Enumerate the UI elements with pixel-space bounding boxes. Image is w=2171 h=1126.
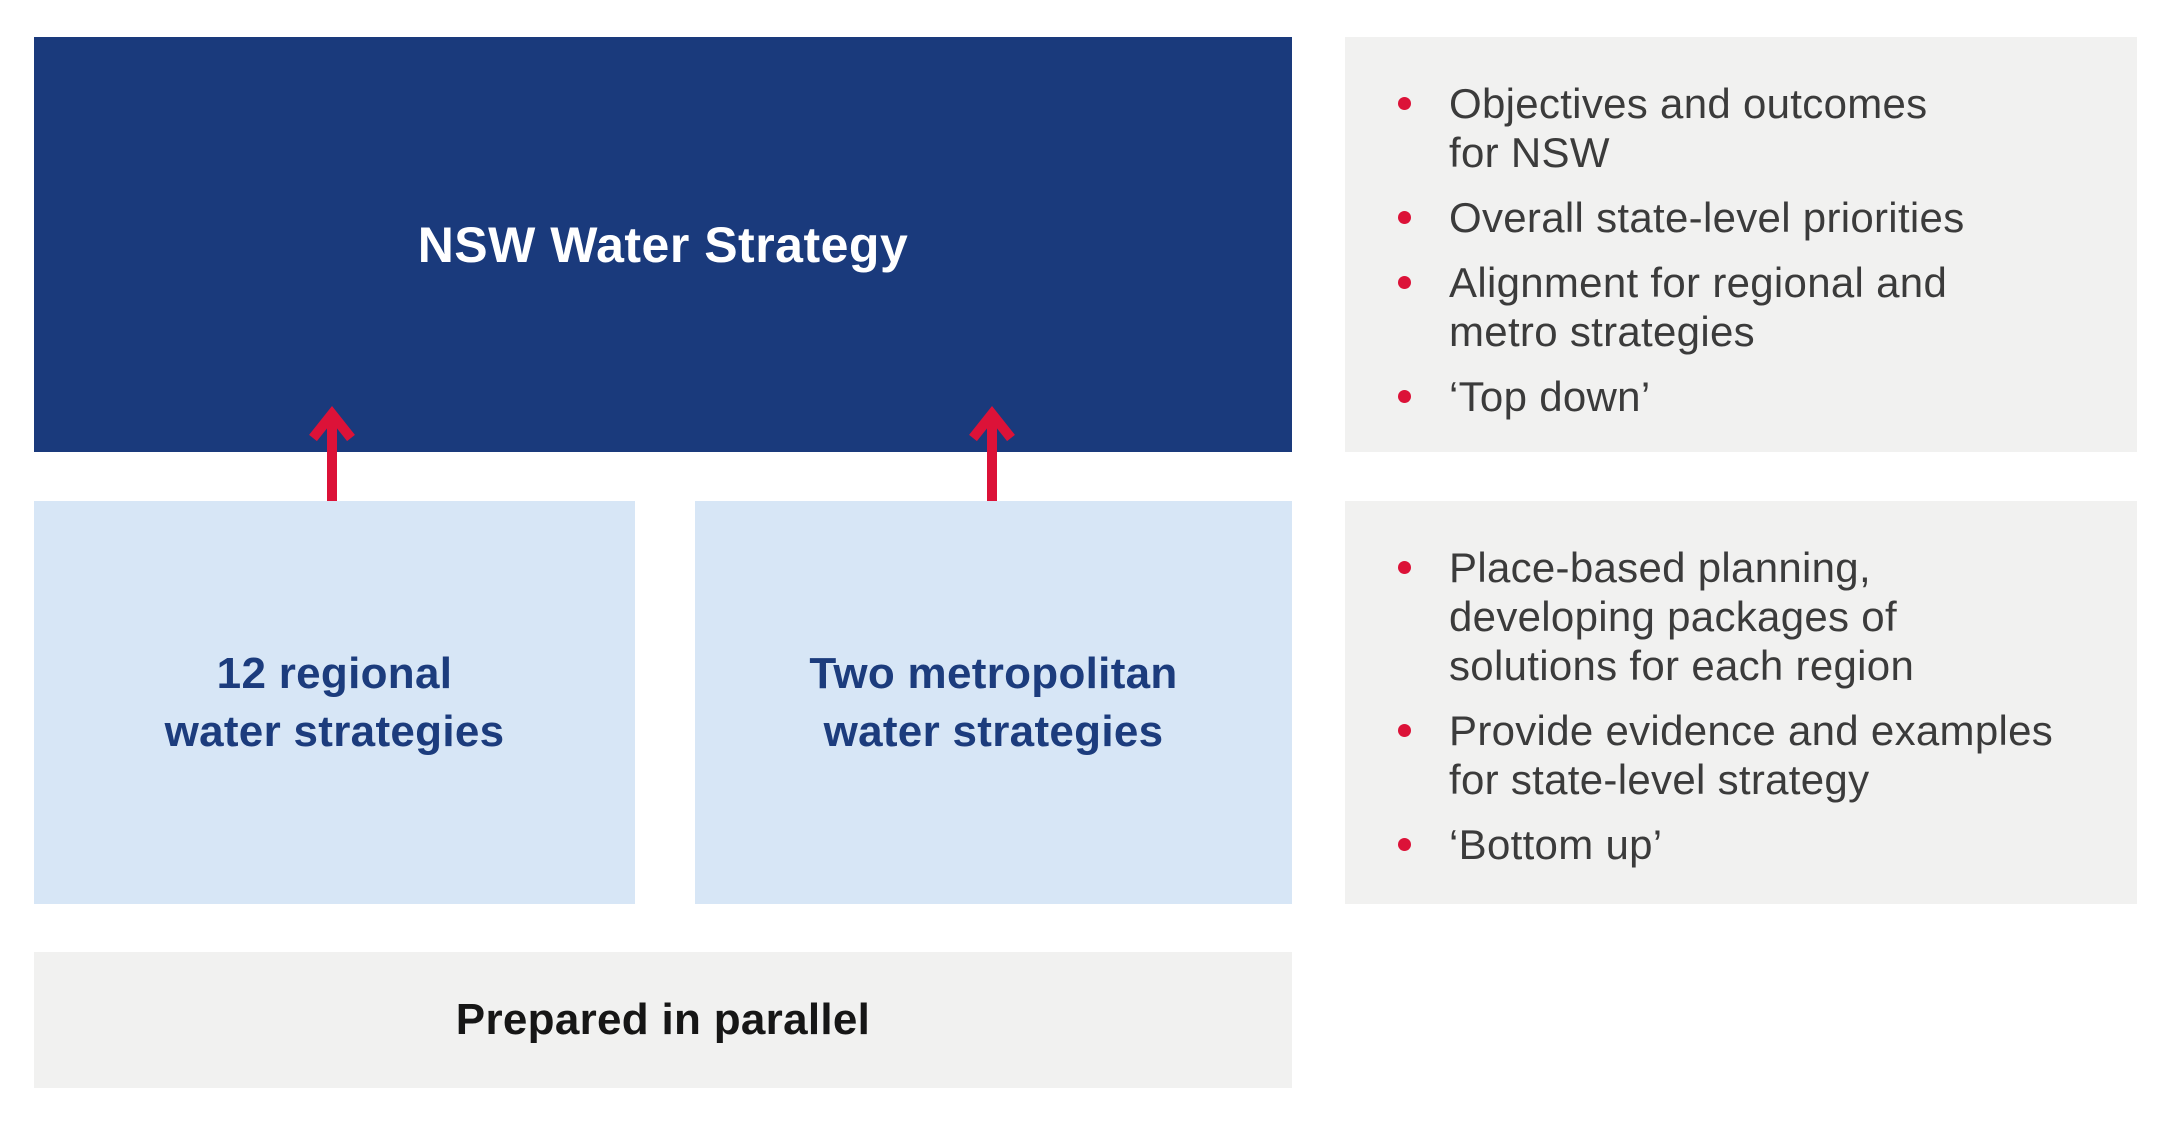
bullet-icon xyxy=(1398,390,1411,403)
bullet-icon xyxy=(1398,724,1411,737)
bullet-text: Provide evidence and examples for state-… xyxy=(1449,707,2054,803)
regional-strategies-label: 12 regional water strategies xyxy=(164,648,505,756)
bullet-text: ‘Bottom up’ xyxy=(1449,821,1663,868)
place-based-notes-panel: Place-based planning, developing package… xyxy=(1345,501,2137,904)
bullet-text: Alignment for regional and metro strateg… xyxy=(1449,259,1948,355)
state-level-notes-panel: Objectives and outcomes for NSW Overall … xyxy=(1345,37,2137,452)
bullet-icon xyxy=(1398,211,1411,224)
bullet-icon xyxy=(1398,561,1411,574)
bullet-text: Place-based planning, developing package… xyxy=(1449,544,1915,689)
bullet-icon xyxy=(1398,97,1411,110)
prepared-in-parallel-box: Prepared in parallel xyxy=(34,952,1292,1088)
nsw-water-strategy-label: NSW Water Strategy xyxy=(417,216,909,273)
bullet-text: Overall state-level priorities xyxy=(1449,194,1965,241)
list-item: Objectives and outcomes for NSW xyxy=(1398,79,2117,177)
list-item: Alignment for regional and metro strateg… xyxy=(1398,258,2117,356)
bullet-icon xyxy=(1398,276,1411,289)
list-item: Overall state-level priorities xyxy=(1398,193,2117,242)
prepared-in-parallel-label: Prepared in parallel xyxy=(455,995,871,1044)
bullet-text: ‘Top down’ xyxy=(1449,373,1651,420)
list-item: ‘Top down’ xyxy=(1398,372,2117,421)
metro-strategies-box: Two metropolitan water strategies xyxy=(695,501,1292,904)
nsw-water-strategy-box: NSW Water Strategy xyxy=(34,37,1292,452)
regional-strategies-box: 12 regional water strategies xyxy=(34,501,635,904)
metro-strategies-label: Two metropolitan water strategies xyxy=(809,648,1178,756)
list-item: Provide evidence and examples for state-… xyxy=(1398,706,2117,804)
bullet-icon xyxy=(1398,838,1411,851)
list-item: ‘Bottom up’ xyxy=(1398,820,2117,869)
list-item: Place-based planning, developing package… xyxy=(1398,543,2117,690)
bullet-text: Objectives and outcomes for NSW xyxy=(1449,80,1928,176)
